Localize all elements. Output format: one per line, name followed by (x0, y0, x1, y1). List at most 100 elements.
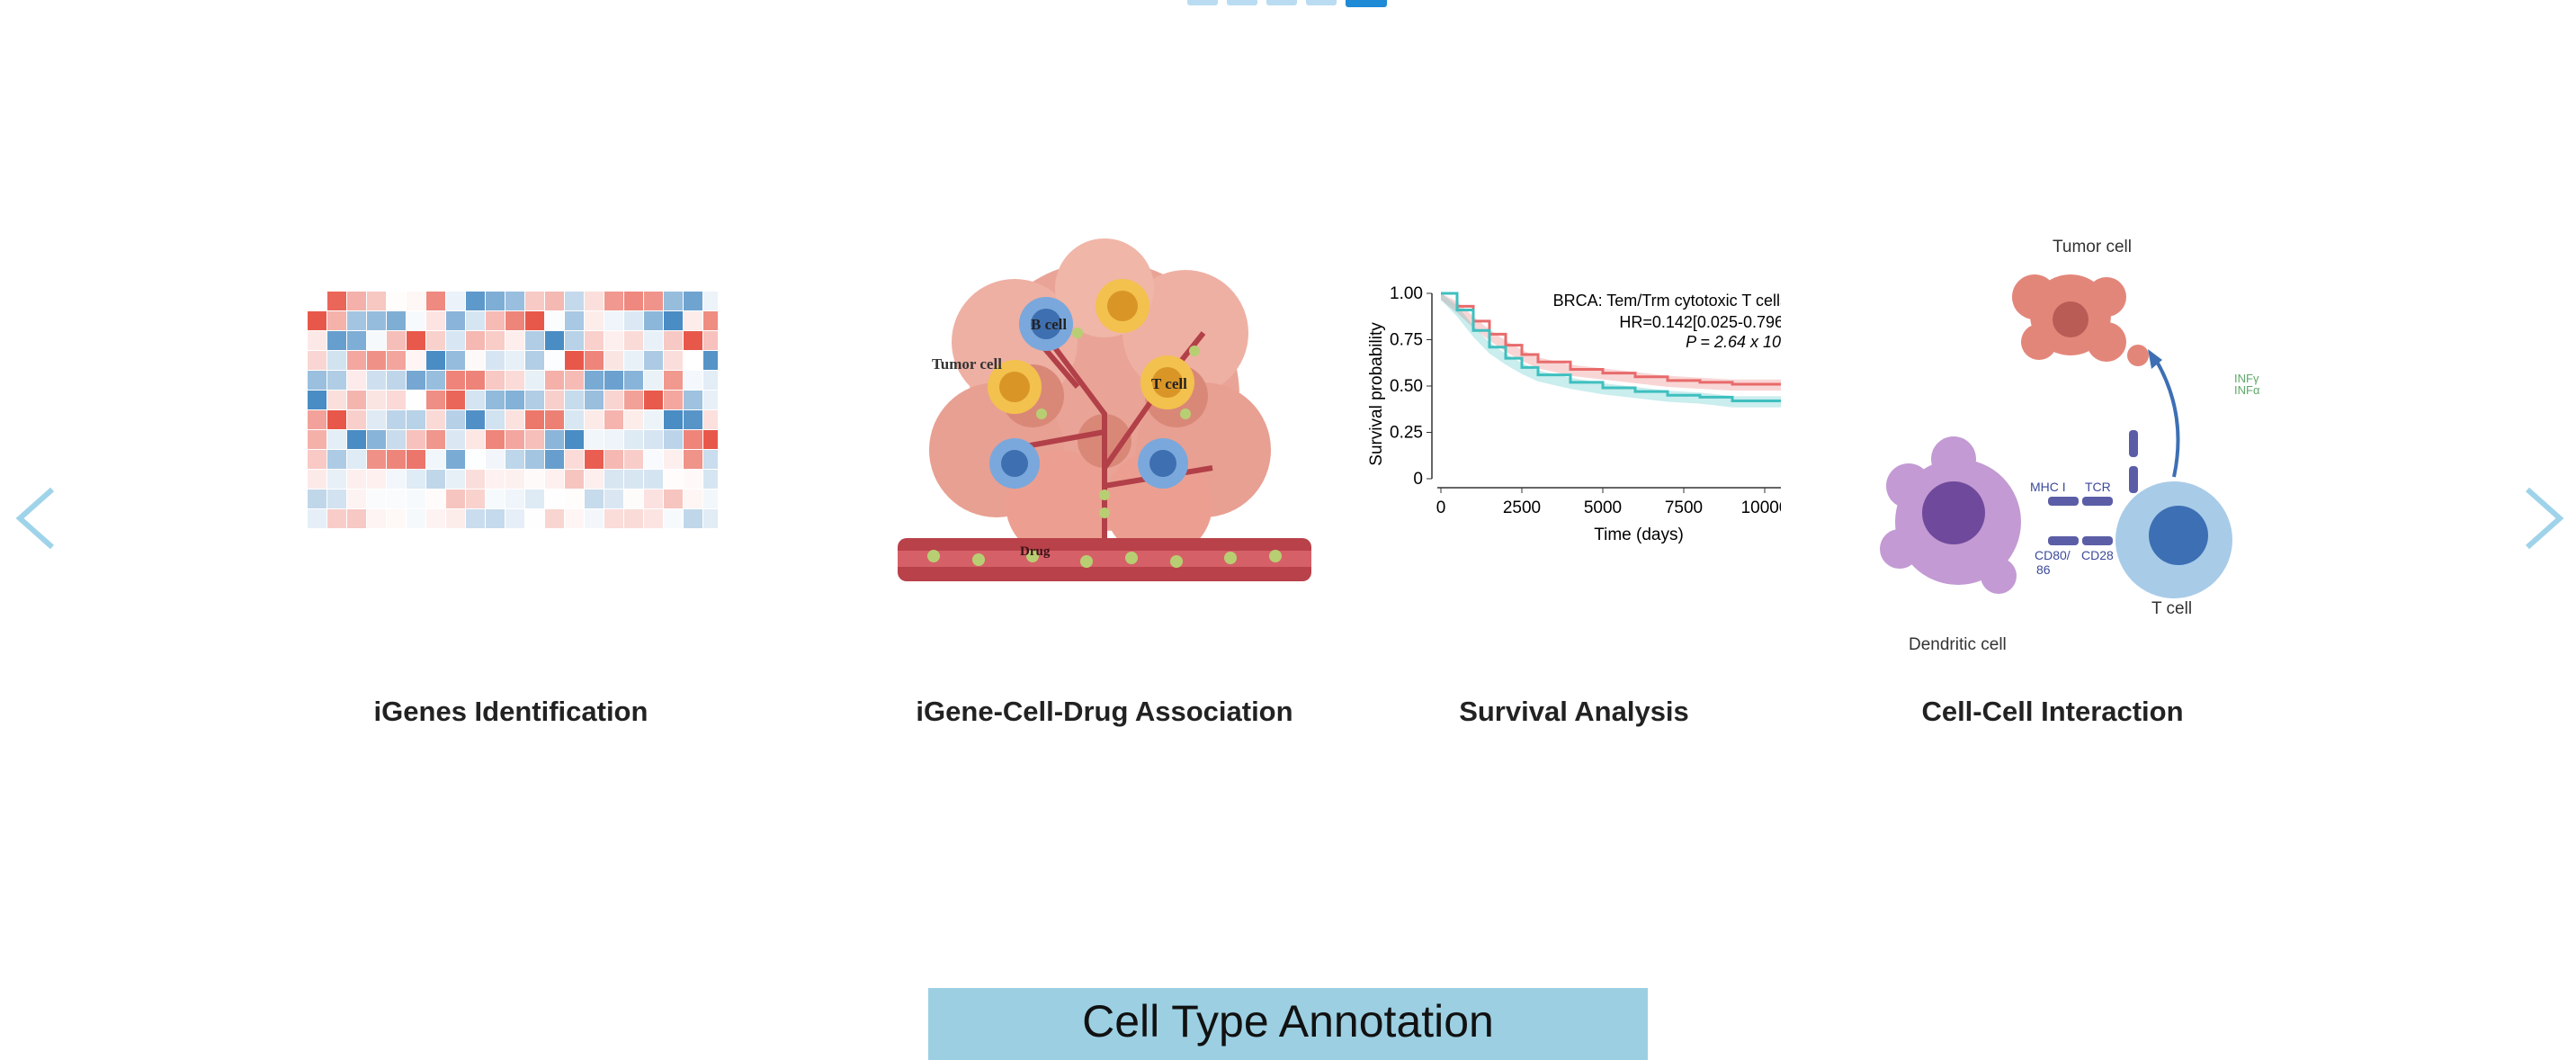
heatmap-cell (644, 509, 663, 528)
heatmap-cell (486, 450, 505, 469)
heatmap-cell (624, 430, 643, 449)
label-cd86: 86 (2036, 562, 2051, 577)
heatmap-cell (703, 410, 718, 429)
heatmap-cell (367, 371, 386, 390)
chart-series (1441, 292, 1781, 408)
heatmap-cell (565, 430, 584, 449)
y-tick-label: 0 (1413, 470, 1423, 489)
heatmap-cell (387, 371, 406, 390)
heatmap-cell (585, 371, 604, 390)
heatmap-cell (565, 509, 584, 528)
heatmap-cell (327, 351, 346, 370)
heatmap-cell (565, 410, 584, 429)
heatmap-cell (466, 351, 485, 370)
x-tick-label: 2500 (1503, 499, 1541, 517)
heatmap-cell (466, 509, 485, 528)
carousel-indicator-5[interactable] (1346, 0, 1387, 7)
heatmap-cell (684, 470, 702, 489)
heatmap-cell (387, 311, 406, 330)
card-title[interactable]: Survival Analysis (1459, 696, 1689, 727)
heatmap-figure (308, 292, 718, 528)
heatmap-cell (327, 292, 346, 310)
heatmap-cell (327, 490, 346, 508)
label-tumor-cell: Tumor cell (2053, 238, 2132, 256)
heatmap-cell (525, 371, 544, 390)
heatmap-cell (426, 430, 445, 449)
heatmap-cell (664, 371, 683, 390)
heatmap-cell (407, 331, 425, 350)
x-tick-label: 0 (1436, 499, 1446, 517)
card-title[interactable]: iGenes Identification (373, 696, 648, 727)
label-b-cell: B cell (1031, 316, 1067, 333)
heatmap-cell (327, 450, 346, 469)
heatmap-cell (644, 292, 663, 310)
heatmap-cell (407, 450, 425, 469)
heatmap-cell (407, 371, 425, 390)
heatmap-cell (525, 410, 544, 429)
label-cd80: CD80/ (2035, 548, 2071, 562)
carousel-indicator-3[interactable] (1266, 0, 1297, 5)
heatmap-cell (585, 311, 604, 330)
heatmap-cell (604, 470, 623, 489)
heatmap-cell (486, 331, 505, 350)
heatmap-cell (466, 470, 485, 489)
heatmap-cell (644, 351, 663, 370)
chevron-left-icon (15, 487, 54, 550)
chart-p-annotation: P = 2.64 x 10 (1686, 333, 1781, 351)
heatmap-cell (426, 450, 445, 469)
label-cd28: CD28 (2081, 548, 2114, 562)
series-2-line (1441, 292, 1781, 402)
heatmap-cell (308, 509, 326, 528)
chart-ylabel: Survival probability (1367, 322, 1386, 466)
heatmap-cell (684, 410, 702, 429)
heatmap-cell (407, 391, 425, 409)
heatmap-cell (624, 292, 643, 310)
heatmap-cell (684, 430, 702, 449)
label-t-cell: T cell (1151, 375, 1187, 392)
heatmap-cell (644, 430, 663, 449)
heatmap-cell (684, 450, 702, 469)
heatmap-cell (347, 470, 366, 489)
heatmap-cell (327, 311, 346, 330)
heatmap-cell (505, 351, 524, 370)
heatmap-cell (585, 391, 604, 409)
heatmap-cell (664, 470, 683, 489)
carousel-indicator-4[interactable] (1306, 0, 1337, 5)
survival-curve-figure: 02500500075001000000.250.500.751.00 BRCA… (1367, 284, 1781, 544)
heatmap-cell (367, 391, 386, 409)
heatmap-cell (664, 490, 683, 508)
carousel-indicator-2[interactable] (1227, 0, 1257, 5)
label-dendritic-cell: Dendritic cell (1909, 635, 2007, 654)
heatmap-cell (327, 391, 346, 409)
carousel-next-button[interactable] (2515, 475, 2569, 561)
heatmap-cell (585, 509, 604, 528)
heatmap-cell (684, 490, 702, 508)
heatmap-cell (565, 391, 584, 409)
heatmap-cell (684, 311, 702, 330)
heatmap-cell (505, 311, 524, 330)
heatmap-cell (505, 371, 524, 390)
heatmap-cell (664, 311, 683, 330)
heatmap-cell (486, 490, 505, 508)
heatmap-cell (684, 391, 702, 409)
heatmap-cell (387, 391, 406, 409)
heatmap-cell (367, 450, 386, 469)
carousel-prev-button[interactable] (11, 475, 65, 561)
heatmap-cell (407, 351, 425, 370)
card-title[interactable]: Cell-Cell Interaction (1921, 696, 2184, 727)
heatmap-cell (703, 311, 718, 330)
tumor-cell-drug-illustration: Tumor cell B cell T cell Drug (898, 238, 1311, 581)
heatmap-cell (604, 490, 623, 508)
tumor-cell-shape (2012, 274, 2149, 366)
heatmap-cell (347, 371, 366, 390)
heatmap-cell (664, 410, 683, 429)
card-title[interactable]: iGene-Cell-Drug Association (916, 696, 1293, 727)
heatmap-cell (466, 331, 485, 350)
heatmap-cell (703, 331, 718, 350)
y-tick-label: 0.25 (1390, 424, 1423, 443)
t-cell-shape (2115, 481, 2232, 598)
carousel-indicator-1[interactable] (1187, 0, 1218, 5)
heatmap-cell (703, 391, 718, 409)
t-cell-group (988, 279, 1194, 414)
